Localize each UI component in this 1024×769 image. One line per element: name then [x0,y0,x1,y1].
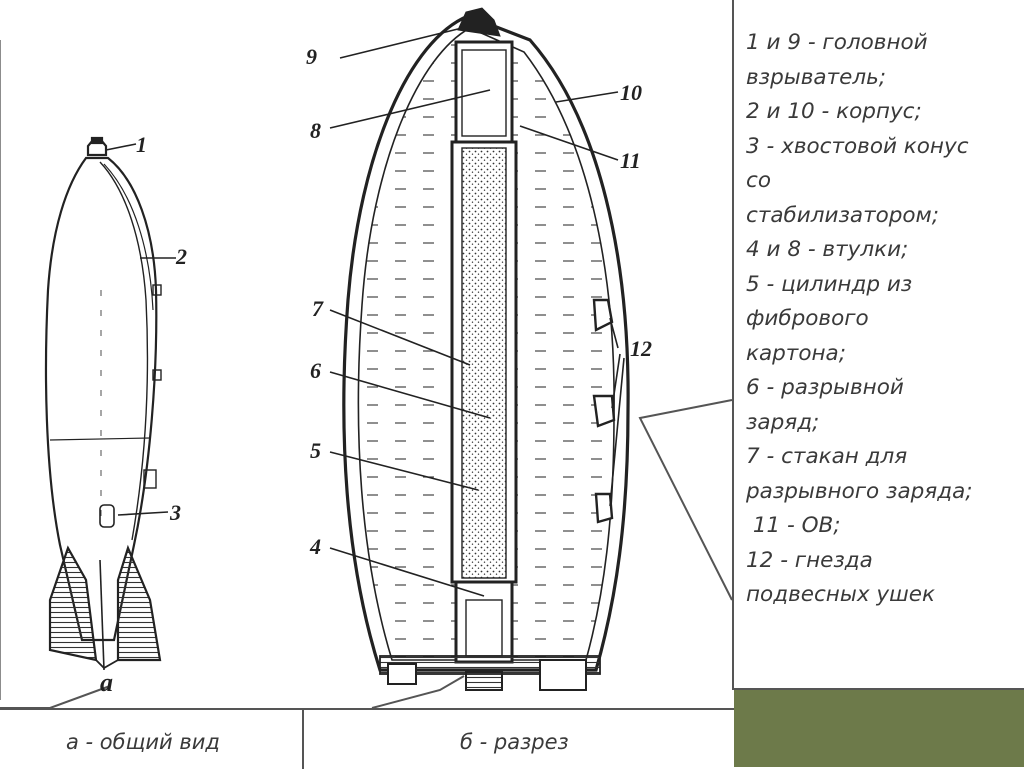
legend-line: 3 - хвостовой конус [746,133,969,159]
legend-line: 4 и 8 - втулки; [746,237,909,262]
callout-pointer [638,399,733,601]
callout-4: 4 [310,534,321,559]
legend-line: 1 и 9 - головной [746,30,928,55]
legend-line: фибрового [746,306,869,331]
legend-line: 5 - цилиндр из [746,271,913,297]
callout-2: 2 [176,244,187,269]
accent-corner [734,690,1024,767]
callout-9: 9 [306,44,317,69]
callout-6: 6 [310,358,321,383]
legend-line: 7 - стакан для [746,444,908,469]
callout-11: 11 [620,148,641,173]
legend-line: 11 - ОВ; [746,513,841,538]
legend-line: 12 - гнезда [746,547,873,573]
caption-section: б - разрез [460,730,569,754]
section-fuze [457,7,501,37]
fin-left [48,545,98,662]
legend-line: стабилизатором; [746,202,940,228]
legend-line: 6 - разрывной [746,375,904,400]
legend-list: 1 и 9 - головной взрыватель; 2 и 10 - ко… [734,0,1024,613]
callout-3: 3 [170,500,181,525]
legend-line: картона; [746,340,846,366]
caption-general-view: а - общий вид [66,730,220,754]
callout-5: 5 [310,438,321,463]
callout-8: 8 [310,118,321,143]
burster-charge [461,147,507,579]
part-mark-a: а [100,668,113,697]
callout-12: 12 [630,336,652,361]
legend-line: подвесных ушек [746,582,935,607]
legend-box: 1 и 9 - головной взрыватель; 2 и 10 - ко… [732,0,1024,690]
general-view [44,136,162,671]
legend-line: взрыватель; [746,64,886,90]
legend-line: заряд; [746,409,820,435]
captions-bar: а - общий вид б - разрез [0,708,734,769]
fuze-cap [90,136,104,145]
legend-line: со [746,168,771,193]
callout-1: 1 [136,132,147,157]
legend-line: 2 и 10 - корпус; [746,99,922,124]
callout-7: 7 [312,296,323,321]
callout-10: 10 [620,80,642,105]
fin-right [116,544,162,662]
legend-line: разрывного заряда; [746,478,973,504]
section-view [342,7,630,691]
caption-divider [302,710,304,769]
